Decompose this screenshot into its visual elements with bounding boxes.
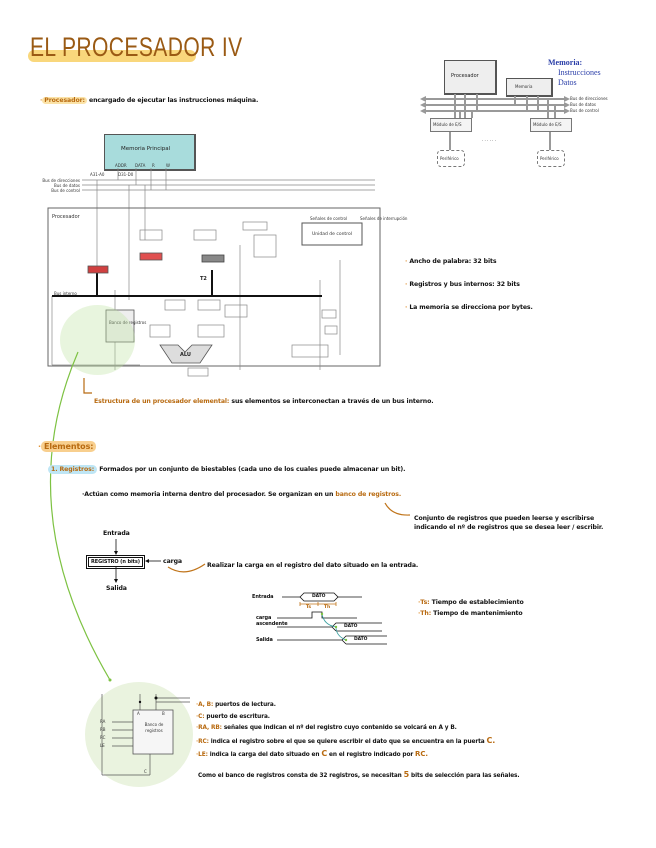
register-bank-summary: Como el banco de registros consta de 32 … bbox=[198, 770, 520, 779]
peripheral-right: Periférico bbox=[537, 150, 565, 167]
memory-legend: Memoria: Instrucciones Datos bbox=[548, 58, 601, 87]
external-bus-labels: Bus de direcciones Bus de datos Bus de c… bbox=[42, 178, 80, 193]
bank-note: ·RA, RB: señales que indican el nº del r… bbox=[196, 725, 457, 731]
timing-legend-item: ·Th: Tiempo de mantenimiento bbox=[418, 610, 523, 617]
title-highlight bbox=[28, 50, 196, 62]
specs-list: · Ancho de palabra: 32 bits · Registros … bbox=[405, 250, 533, 319]
carga-note: Realizar la carga en el registro del dat… bbox=[207, 562, 419, 569]
register-bank-notes: ·A, B: puertos de lectura. ·C: puerto de… bbox=[196, 700, 495, 762]
timing-legend-item: ·Ts: Tiempo de establecimiento bbox=[418, 599, 524, 606]
register-bank-detail: Banco de registros RA RB RC LE A B C bbox=[90, 690, 200, 790]
timing-legend: ·Ts: Tiempo de establecimiento ·Th: Tiem… bbox=[418, 597, 524, 619]
page-title: EL PROCESADOR IV bbox=[30, 32, 243, 62]
elements-heading: ·Elementos: bbox=[38, 441, 97, 452]
registers-definition: 1. Registros: Formados por un conjunto d… bbox=[48, 465, 405, 474]
memory-box: Memoria bbox=[506, 78, 553, 97]
io-module-right: Módulo de E/S bbox=[530, 118, 572, 132]
register-diagram: Entrada REGISTRO (n bits) carga Salida bbox=[86, 530, 186, 600]
spec-item: · Registros y bus internos: 32 bits bbox=[405, 281, 520, 288]
bus-lines bbox=[420, 94, 570, 150]
bank-note: ·RC: indica el registro sobre el que se … bbox=[196, 735, 496, 745]
diagram-caption: Estructura de un procesador elemental: s… bbox=[94, 398, 434, 405]
processor-box: Procesador bbox=[444, 60, 497, 95]
register-bank-note: Conjunto de registros que pueden leerse … bbox=[414, 515, 604, 531]
bank-note: ·A, B: puertos de lectura. bbox=[196, 702, 276, 708]
peripheral-left: Periférico bbox=[437, 150, 465, 167]
intro-definition: encargado de ejecutar las instrucciones … bbox=[89, 97, 259, 104]
spec-item: · Ancho de palabra: 32 bits bbox=[405, 258, 497, 265]
bank-note: ·C: puerto de escritura. bbox=[196, 713, 270, 720]
intro-term: Procesador: bbox=[42, 97, 87, 104]
io-module-left: Módulo de E/S bbox=[430, 118, 472, 132]
system-bus-diagram: Procesador Memoria Módulo de E/S Módulo … bbox=[420, 58, 656, 178]
timing-diagram: Entrada DATO Ts Th carga ascendente DATO… bbox=[252, 590, 392, 650]
main-memory-box: Memoria Principal ADDR DATA R W bbox=[104, 134, 196, 171]
register-bank-highlight bbox=[60, 305, 135, 375]
register-box: REGISTRO (n bits) bbox=[86, 555, 145, 569]
bus-labels: Bus de direcciones Bus de datos Bus de c… bbox=[570, 96, 608, 113]
bank-note: ·LE: indica la carga del dato situado en… bbox=[196, 749, 428, 758]
intro-line: ·Procesador: encargado de ejecutar las i… bbox=[40, 97, 258, 104]
spec-item: · La memoria se direcciona por bytes. bbox=[405, 304, 533, 311]
processor-diagram: Memoria Principal ADDR DATA R W A31-A0 D… bbox=[40, 130, 407, 377]
processor-wiring bbox=[47, 168, 381, 377]
registers-bullet: ·Actúan como memoria interna dentro del … bbox=[82, 491, 402, 498]
